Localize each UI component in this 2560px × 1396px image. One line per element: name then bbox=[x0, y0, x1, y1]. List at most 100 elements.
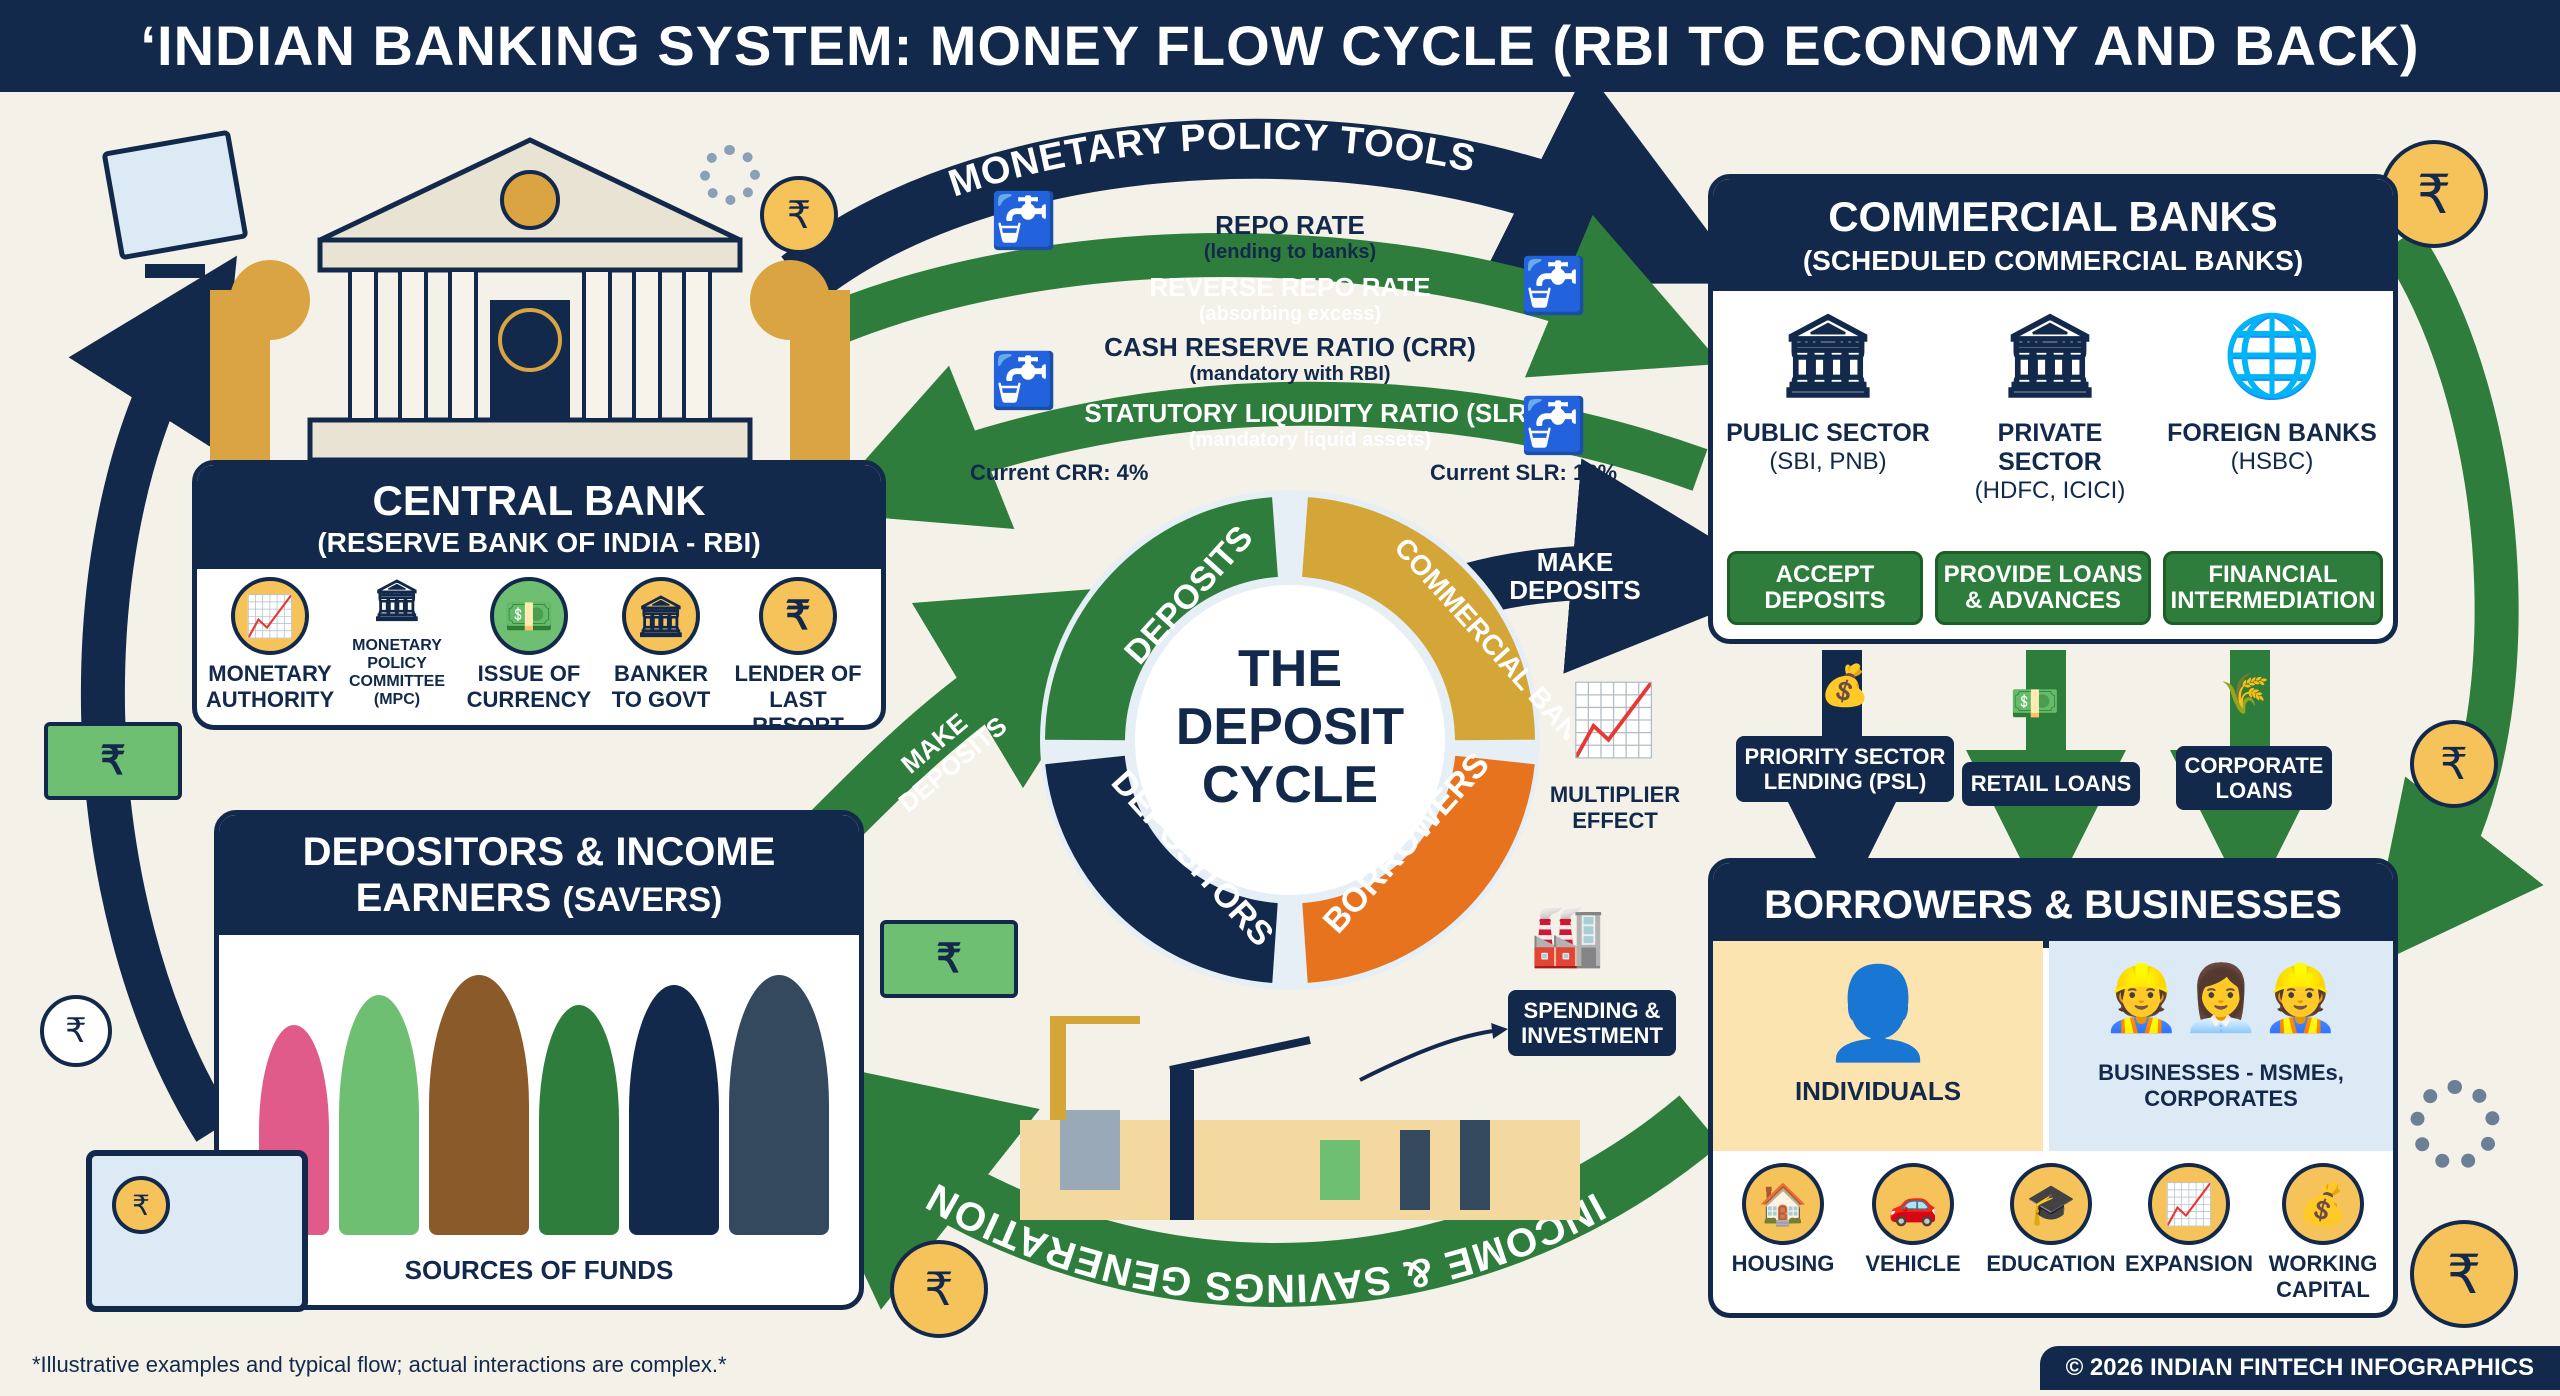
lending-psl: PRIORITY SECTOR LENDING (PSL) bbox=[1736, 736, 1954, 802]
footer-credit: © 2026 INDIAN FINTECH INFOGRAPHICS bbox=[2039, 1346, 2560, 1390]
central-bank-title: CENTRAL BANK bbox=[372, 477, 706, 524]
borrowers-panel: BORROWERS & BUSINESSES 👤 INDIVIDUALS 👷👩‍… bbox=[1708, 858, 2398, 1318]
lending-retail: RETAIL LOANS bbox=[1962, 762, 2140, 806]
purpose-housing: 🏠 HOUSING bbox=[1721, 1163, 1845, 1277]
cycle-segment-depositors bbox=[1045, 754, 1279, 983]
people-illustration bbox=[239, 965, 839, 1235]
growth-chart-icon: 📈 bbox=[1570, 681, 1658, 759]
lending-corporate: CORPORATE LOANS bbox=[2176, 746, 2332, 810]
reverse-repo-rate: REVERSE REPO RATE (absorbing excess) bbox=[1149, 272, 1431, 325]
function-intermediation: FINANCIAL INTERMEDIATION bbox=[2163, 551, 2383, 625]
business-people-icon: 👷👩‍💼👷 bbox=[2101, 962, 2341, 1034]
purpose-vehicle: 🚗 VEHICLE bbox=[1851, 1163, 1975, 1277]
role-mpc: 🏛 MONETARY POLICY COMMITTEE (MPC) bbox=[337, 577, 457, 709]
laptop-icon: ₹ bbox=[86, 1150, 308, 1312]
valve-icon: 🚰 bbox=[1520, 396, 1588, 456]
person-icon: 👤 bbox=[1821, 964, 1935, 1064]
make-deposits-left-arc bbox=[810, 584, 1153, 850]
page-title: ‘INDIAN BANKING SYSTEM: MONEY FLOW CYCLE… bbox=[0, 0, 2560, 92]
bank-building-icon: 🏛 bbox=[622, 577, 700, 655]
cash-stack-icon: 💵 bbox=[2010, 682, 2060, 726]
multiplier-effect: MULTIPLIER EFFECT bbox=[1549, 782, 1681, 833]
purpose-expansion: 📈 EXPANSION bbox=[2125, 1163, 2253, 1277]
make-deposits-right-label: MAKE DEPOSITS bbox=[1509, 547, 1641, 605]
central-bank-header: CENTRAL BANK (RESERVE BANK OF INDIA - RB… bbox=[197, 465, 881, 569]
make-deposits-right-arc bbox=[1462, 458, 1788, 674]
valve-icon: 🚰 bbox=[990, 351, 1058, 411]
spending-investment-label: SPENDING & INVESTMENT bbox=[1508, 990, 1676, 1056]
rupee-coin-bottom-right-icon: ₹ bbox=[2410, 1220, 2518, 1328]
commercial-banks-subtitle: (SCHEDULED COMMERCIAL BANKS) bbox=[1802, 245, 2304, 276]
deposit-cycle-center: THE DEPOSIT CYCLE bbox=[1175, 640, 1405, 814]
slr: STATUTORY LIQUIDITY RATIO (SLR) (mandato… bbox=[1084, 398, 1536, 451]
cycle-segment-commercial-banks bbox=[1301, 497, 1535, 742]
depositors-title-2: EARNERS bbox=[355, 876, 552, 920]
function-accept-deposits: ACCEPT DEPOSITS bbox=[1727, 551, 1923, 625]
role-issue-currency: 💵 ISSUE OF CURRENCY bbox=[459, 577, 599, 713]
rupee-shield-icon: ₹ bbox=[759, 577, 837, 655]
money-bag-icon: 💰 bbox=[2282, 1163, 2364, 1245]
rupee-coin-right-icon: ₹ bbox=[2410, 720, 2498, 808]
commercial-banks-header: COMMERCIAL BANKS (SCHEDULED COMMERCIAL B… bbox=[1713, 179, 2393, 291]
depositors-title: DEPOSITORS & INCOME bbox=[302, 830, 776, 874]
currency-stack-icon: ₹ bbox=[880, 920, 1018, 998]
growth-chart-icon: 📈 bbox=[231, 577, 309, 655]
currency-note-icon: ₹ bbox=[44, 722, 182, 800]
computer-monitor-icon bbox=[101, 129, 249, 290]
bank-type-public: 🏛 PUBLIC SECTOR (SBI, PNB) bbox=[1723, 309, 1933, 476]
footer-note: *Illustrative examples and typical flow;… bbox=[32, 1352, 727, 1377]
current-slr: Current SLR: 18% bbox=[1430, 460, 1618, 485]
valve-icon: 🚰 bbox=[990, 191, 1058, 251]
car-icon: 🚗 bbox=[1872, 1163, 1954, 1245]
businesses-card: 👷👩‍💼👷 BUSINESSES - MSMEs, CORPORATES bbox=[2049, 941, 2393, 1151]
depositors-panel: DEPOSITORS & INCOME EARNERS (SAVERS) SOU… bbox=[214, 810, 864, 1310]
rupee-coin-icon: ₹ bbox=[112, 1176, 170, 1234]
valve-icon: 🚰 bbox=[1520, 256, 1588, 316]
factory-worker-icon: 🏭 bbox=[1530, 902, 1605, 969]
growth-chart-icon: 📈 bbox=[2148, 1163, 2230, 1245]
rupee-coin-icon: ₹ bbox=[760, 176, 838, 254]
purpose-working-capital: 💰 WORKING CAPITAL bbox=[2259, 1163, 2387, 1303]
city-construction-illustration bbox=[1020, 1000, 1580, 1220]
bank-type-private: 🏛 PRIVATE SECTOR (HDFC, ICICI) bbox=[1945, 309, 2155, 505]
cycle-segment-borrowers bbox=[1301, 754, 1535, 983]
reverse-repo-arc bbox=[811, 214, 1722, 378]
globe-icon: 🌐 bbox=[2222, 311, 2322, 400]
gear-icon bbox=[700, 145, 760, 205]
central-bank-panel: CENTRAL BANK (RESERVE BANK OF INDIA - RB… bbox=[192, 460, 886, 730]
borrowers-title: BORROWERS & BUSINESSES bbox=[1713, 863, 2393, 948]
commercial-banks-title: COMMERCIAL BANKS bbox=[1828, 193, 2278, 240]
house-icon: 🏠 bbox=[1742, 1163, 1824, 1245]
rupee-gear-left-icon: ₹ bbox=[40, 995, 112, 1067]
cycle-segment-deposits bbox=[1045, 497, 1279, 742]
left-outer-arc bbox=[68, 255, 237, 1142]
crr: CASH RESERVE RATIO (CRR) (mandatory with… bbox=[1104, 332, 1476, 385]
role-lender-last-resort: ₹ LENDER OF LAST RESORT bbox=[723, 577, 873, 725]
individuals-card: 👤 INDIVIDUALS bbox=[1713, 941, 2043, 1151]
wheat-icon: 🌾 bbox=[2220, 672, 2270, 716]
bank-building-icon: 🏛 bbox=[1777, 311, 1879, 400]
currency-note-icon: 💵 bbox=[490, 577, 568, 655]
commercial-banks-panel: COMMERCIAL BANKS (SCHEDULED COMMERCIAL B… bbox=[1708, 174, 2398, 644]
right-outer-arc bbox=[2365, 227, 2544, 970]
sources-of-funds: SOURCES OF FUNDS bbox=[404, 1255, 674, 1285]
policy-tools-arc bbox=[781, 69, 1748, 304]
gear-icon bbox=[2410, 1080, 2500, 1170]
income-arc bbox=[759, 1050, 1721, 1310]
current-crr: Current CRR: 4% bbox=[970, 460, 1149, 485]
repo-rate: REPO RATE (lending to banks) bbox=[1203, 210, 1377, 263]
depositors-header: DEPOSITORS & INCOME EARNERS (SAVERS) bbox=[219, 815, 859, 935]
bank-building-icon: 🏛 bbox=[1999, 311, 2101, 400]
bank-icon: 🏛 bbox=[371, 579, 423, 623]
central-bank-subtitle: (RESERVE BANK OF INDIA - RBI) bbox=[317, 527, 761, 558]
spending-arrow bbox=[1359, 1023, 1508, 1082]
function-provide-loans: PROVIDE LOANS & ADVANCES bbox=[1935, 551, 2151, 625]
slr-arc bbox=[818, 365, 1708, 530]
hand-coin-icon: 💰 bbox=[1820, 664, 1870, 708]
depositors-title-suffix: (SAVERS) bbox=[562, 881, 723, 919]
role-banker-to-govt: 🏛 BANKER TO GOVT bbox=[601, 577, 721, 713]
graduation-cap-icon: 🎓 bbox=[2010, 1163, 2092, 1245]
bank-type-foreign: 🌐 FOREIGN BANKS (HSBC) bbox=[2167, 311, 2377, 475]
